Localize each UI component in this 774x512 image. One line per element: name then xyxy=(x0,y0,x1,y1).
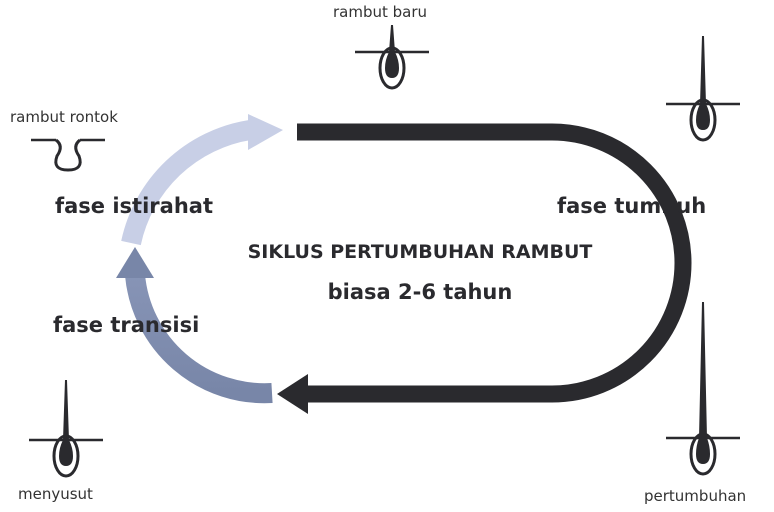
growth-track xyxy=(297,123,692,403)
transition-arc xyxy=(125,273,273,404)
diagram-subtitle: biasa 2-6 tahun xyxy=(327,280,513,304)
diagram-title: SIKLUS PERTUMBUHAN RAMBUT xyxy=(247,241,593,263)
growing-hair-icon-top xyxy=(666,36,740,142)
phase-growth: fase tumbuh xyxy=(557,194,707,218)
shrinking-hair-icon xyxy=(29,380,103,478)
label-shrinking: menyusut xyxy=(18,485,93,503)
growing-hair-icon xyxy=(666,302,740,476)
new-hair-icon xyxy=(355,25,429,90)
growth-arrowhead xyxy=(277,374,308,414)
label-growing: pertumbuhan xyxy=(644,487,747,505)
label-new-hair: rambut baru xyxy=(333,3,428,21)
transition-arrowhead xyxy=(116,247,154,278)
rest-arrowhead xyxy=(248,114,283,150)
rest-arc xyxy=(121,120,252,246)
label-shedding: rambut rontok xyxy=(10,108,118,126)
phase-transition: fase transisi xyxy=(53,313,200,337)
shedding-hair-icon xyxy=(31,138,105,172)
phase-rest: fase istirahat xyxy=(55,194,213,218)
